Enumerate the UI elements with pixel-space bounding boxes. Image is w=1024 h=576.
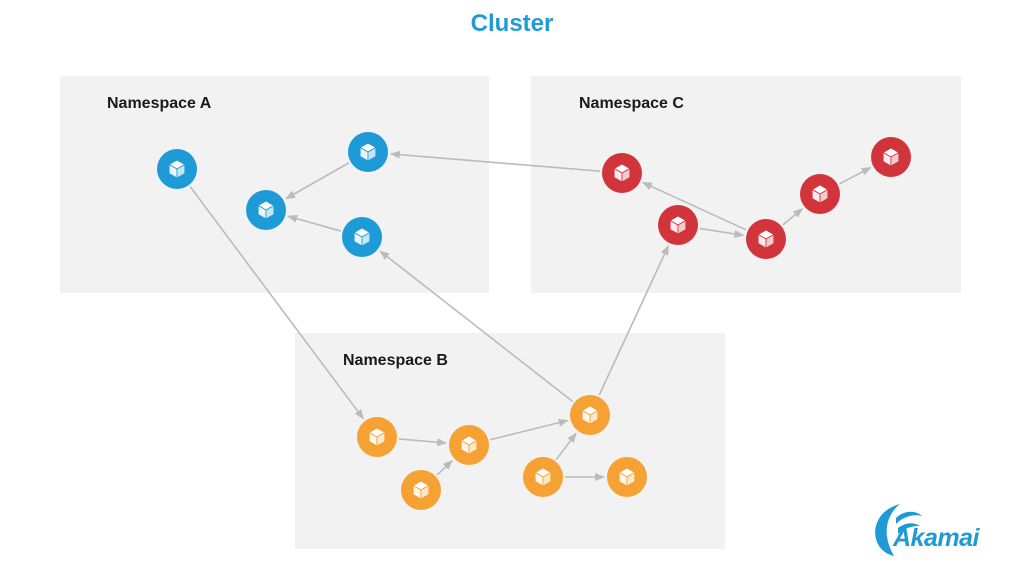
nodes-layer (157, 132, 911, 510)
node-c1 (602, 153, 642, 193)
node-a1 (157, 149, 197, 189)
node-c4 (800, 174, 840, 214)
node-c3 (746, 219, 786, 259)
node-c2 (658, 205, 698, 245)
edges-layer (189, 150, 872, 481)
edge-b4-c2 (598, 244, 670, 396)
akamai-logo-text: Akamai (893, 524, 979, 552)
akamai-wave-icon (875, 504, 922, 556)
namespace-c-label: Namespace C (579, 95, 684, 112)
node-a3 (246, 190, 286, 230)
namespace-b-label: Namespace B (343, 352, 448, 369)
edge-c4-c5 (839, 166, 872, 185)
cube-icon (359, 142, 377, 162)
cube-icon (811, 184, 829, 204)
edge-a1-b1 (189, 186, 364, 420)
cube-icon (581, 405, 599, 425)
edge-c2-c3 (699, 227, 745, 238)
edge-b1-b2 (398, 438, 448, 447)
edge-a4-a3 (287, 214, 342, 232)
edge-c1-a2 (389, 150, 601, 172)
cube-icon (353, 227, 371, 247)
node-b3 (401, 470, 441, 510)
cube-icon (460, 435, 478, 455)
diagram-title: Cluster (470, 10, 554, 37)
node-a2 (348, 132, 388, 172)
cube-icon (168, 159, 186, 179)
node-b2 (449, 425, 489, 465)
cube-icon (613, 163, 631, 183)
edge-a2-a3 (285, 162, 350, 200)
edge-b2-b4 (490, 418, 569, 441)
node-a4 (342, 217, 382, 257)
namespace-a-box (60, 76, 489, 293)
edge-c3-c1 (641, 181, 747, 231)
node-b1 (357, 417, 397, 457)
namespace-c-box (531, 76, 961, 293)
node-c5 (871, 137, 911, 177)
cube-icon (412, 480, 430, 500)
edge-b3-b2 (436, 460, 453, 476)
cube-icon (882, 147, 900, 167)
cube-icon (669, 215, 687, 235)
cube-icon (368, 427, 386, 447)
cube-icon (534, 467, 552, 487)
edge-c3-c4 (782, 208, 804, 226)
node-b5 (523, 457, 563, 497)
edge-b5-b4 (555, 432, 577, 460)
cube-icon (257, 200, 275, 220)
cube-icon (618, 467, 636, 487)
namespace-a-label: Namespace A (107, 95, 212, 112)
edge-b4-a4 (379, 250, 574, 403)
cube-icon (757, 229, 775, 249)
node-b4 (570, 395, 610, 435)
node-b6 (607, 457, 647, 497)
